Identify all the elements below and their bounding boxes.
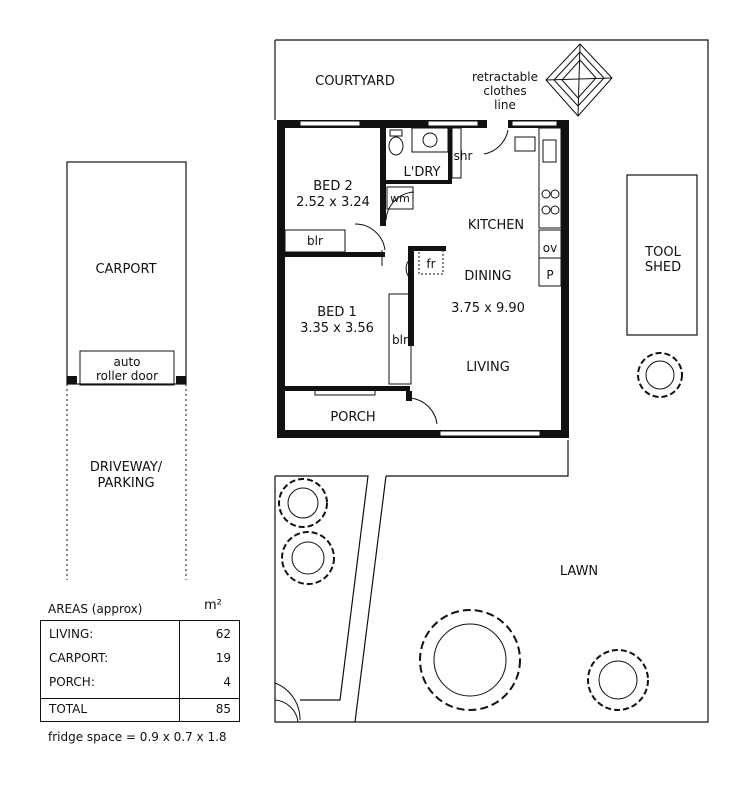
area-row-living: LIVING: 62 [41, 627, 239, 647]
stove-icon [541, 139, 560, 215]
area-value: 4 [223, 675, 231, 689]
label-shower: shr [454, 149, 473, 163]
areas-divider [179, 621, 180, 721]
tree-icon [419, 609, 521, 711]
areas-header: AREAS (approx) m² [40, 598, 240, 620]
label-lawn: LAWN [560, 564, 598, 579]
tree-icon [587, 649, 649, 711]
label-roller-door-2: roller door [96, 369, 158, 383]
label-living: LIVING [466, 360, 510, 375]
label-clothes-line-3: line [494, 98, 516, 112]
label-driveway: DRIVEWAY/ [90, 460, 163, 475]
toilet-icon [388, 129, 438, 156]
area-row-carport: CARPORT: 19 [41, 651, 239, 671]
area-name: PORCH: [49, 675, 95, 689]
area-total-name: TOTAL [49, 702, 88, 716]
label-courtyard: COURTYARD [315, 74, 395, 89]
label-blr-bed2: blr [307, 234, 323, 248]
label-dining: DINING [464, 269, 511, 284]
label-shed: SHED [645, 260, 681, 275]
areas-separator [41, 698, 239, 699]
area-row-porch: PORCH: 4 [41, 675, 239, 695]
areas-box: LIVING: 62 CARPORT: 19 PORCH: 4 TOTAL 85 [40, 620, 240, 722]
area-name: CARPORT: [49, 651, 109, 665]
carport [66, 161, 187, 580]
label-parking: PARKING [97, 476, 154, 491]
clothes-line-icon [545, 43, 613, 117]
tree-icon [278, 478, 328, 528]
label-washing-machine: wm [390, 192, 410, 205]
label-clothes-line-1: retractable [472, 70, 538, 84]
label-bed1-dim: 3.35 x 3.56 [300, 321, 374, 336]
area-row-total: TOTAL 85 [41, 702, 239, 722]
site-boundary [274, 39, 709, 723]
label-porch: PORCH [330, 410, 375, 425]
label-oven: ov [543, 241, 557, 255]
area-value: 19 [215, 651, 231, 665]
label-fridge: fr [426, 257, 435, 271]
areas-unit: m² [204, 598, 222, 613]
label-blr-bed1: blr [392, 333, 408, 347]
label-bed2: BED 2 [313, 179, 353, 194]
tree-icon [281, 531, 335, 585]
tool-shed [626, 174, 698, 336]
label-bed1: BED 1 [317, 305, 357, 320]
label-roller-door-1: auto [113, 355, 140, 369]
area-value: 62 [215, 627, 231, 641]
area-name: LIVING: [49, 627, 94, 641]
fridge-space-note: fridge space = 0.9 x 0.7 x 1.8 [48, 730, 227, 744]
area-total-value: 85 [215, 702, 231, 716]
label-carport: CARPORT [95, 262, 156, 277]
label-pantry: P [546, 268, 553, 282]
label-laundry: L'DRY [404, 165, 441, 180]
label-dining-dim: 3.75 x 9.90 [451, 301, 525, 316]
label-bed2-dim: 2.52 x 3.24 [296, 195, 370, 210]
label-tool: TOOL [644, 245, 681, 260]
garden-path [275, 475, 369, 701]
tree-icon [637, 352, 683, 398]
label-kitchen: KITCHEN [468, 218, 524, 233]
label-clothes-line-2: clothes [483, 84, 526, 98]
areas-title: AREAS (approx) [48, 602, 143, 616]
